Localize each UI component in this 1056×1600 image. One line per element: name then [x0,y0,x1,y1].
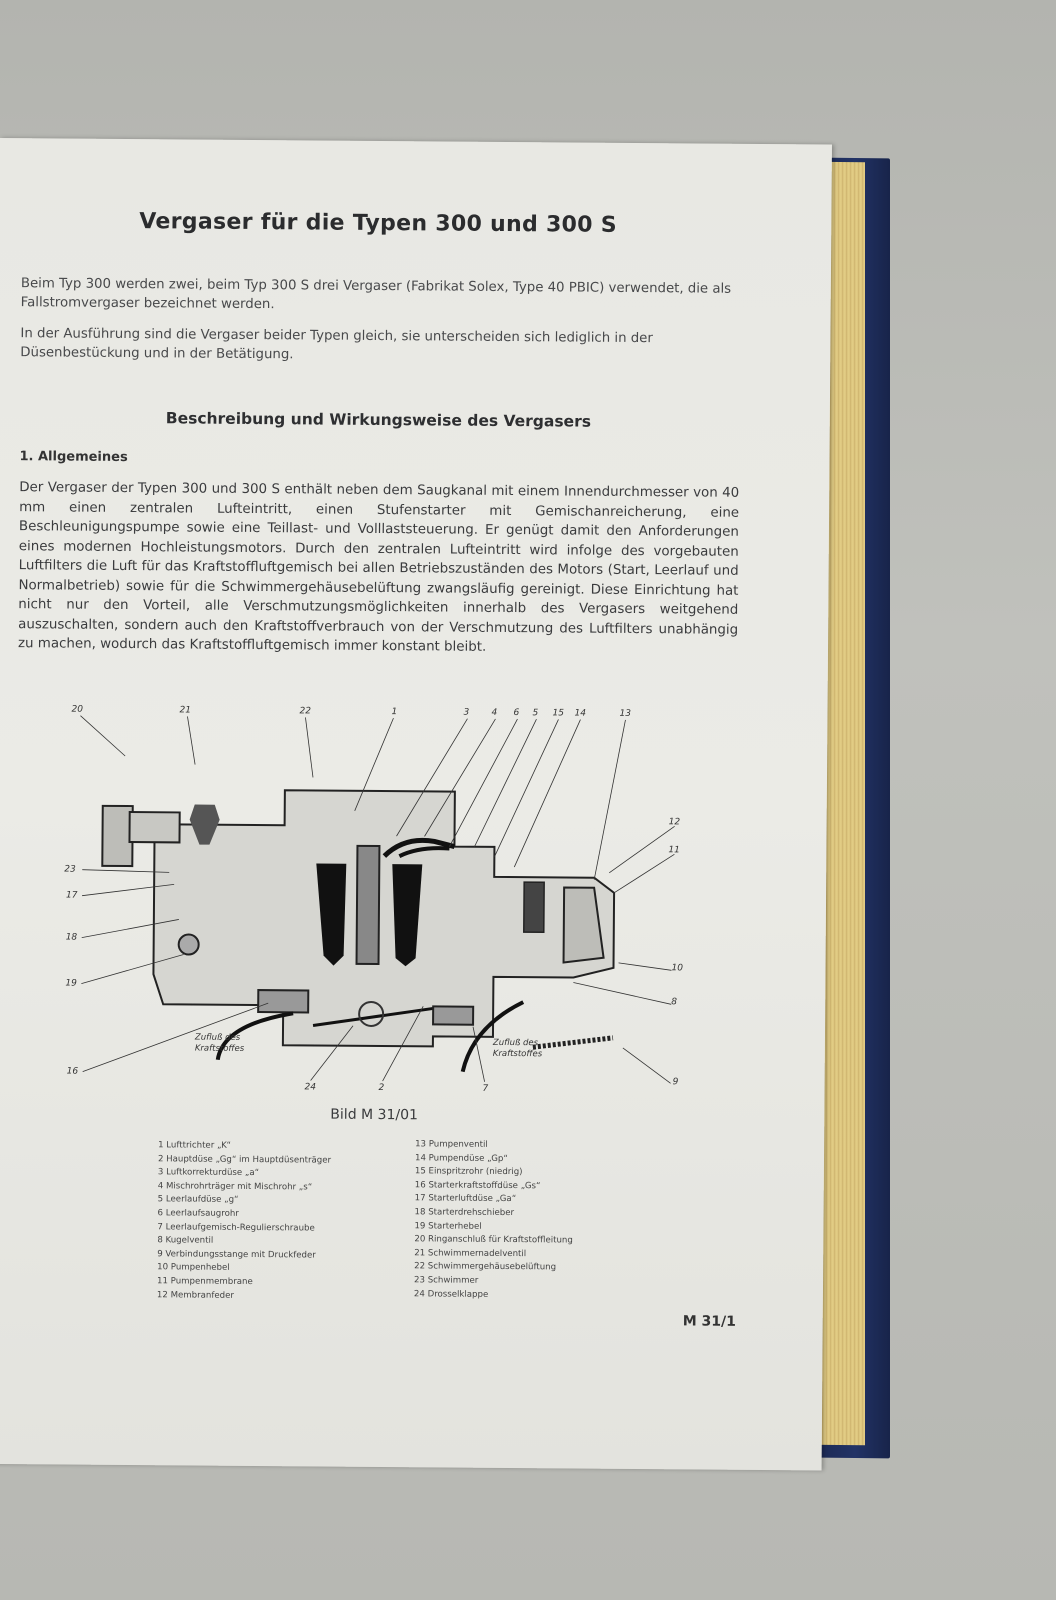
legend-list-left: 1 Lufttrichter „K“ 2 Hauptdüse „Gg“ im H… [157,1139,408,1304]
fuel-inflow-label-left-2: Kraftstoffes [195,1044,245,1054]
intro-paragraph-1: Beim Typ 300 werden zwei, beim Typ 300 S… [20,276,732,313]
legend-item: 1 Lufttrichter „K“ [158,1140,232,1151]
venturi-right [392,864,423,967]
starter-lever [177,933,200,956]
fuel-line-left [215,1011,294,1061]
callout-12: 12 [669,817,681,827]
figure-caption: Bild M 31/01 [330,1106,419,1124]
callout-23: 23 [64,865,76,875]
fuel-line-right [460,1000,525,1073]
callout-7: 7 [483,1084,489,1094]
legend-item: 12 Membranfeder [156,1289,234,1301]
callout-6: 6 [513,708,519,718]
legend-item: 6 Leerlaufsaugrohr [157,1208,239,1219]
pump-valve [523,881,545,934]
subsection-title: 1. Allgemeines [19,449,128,466]
callout-11: 11 [668,845,680,855]
body-paragraph: Der Vergaser der Typen 300 und 300 S ent… [17,480,740,655]
legend-item: 23 Schwimmer [414,1275,479,1286]
legend-item: 11 Pumpenmembrane [156,1276,253,1287]
throttle-valve [312,1006,434,1027]
pump-spring [532,1035,614,1050]
intro-paragraph-2: In der Ausführung sind die Vergaser beid… [20,326,653,363]
fuel-inflow-label-right-2: Kraftstoffes [493,1049,543,1059]
callout-13: 13 [619,709,631,719]
inlet-pipe [128,811,181,844]
callout-10: 10 [671,963,683,973]
legend-item: 24 Drosselklappe [413,1288,489,1300]
pump-tube [382,837,456,858]
callout-9: 9 [673,1077,679,1087]
ring-connector [101,804,134,868]
legend-item: 13 Pumpenventil [415,1139,488,1150]
emulsion-tube [355,844,381,966]
callout-16: 16 [67,1067,79,1077]
callout-22: 22 [299,706,311,716]
legend-item: 18 Starterdrehschieber [414,1207,515,1219]
fuel-inflow-label-left-1: Zufluß des [194,1033,241,1043]
callout-20: 20 [71,705,83,715]
callout-15: 15 [552,708,564,718]
section-title: Beschreibung und Wirkungsweise des Verga… [165,409,592,431]
pump-diaphragm [562,886,605,964]
callout-21: 21 [179,705,191,715]
legend-list-right: 13 Pumpenventil 14 Pumpendüse „Gp“ 15 Ei… [414,1138,665,1303]
book-page: Vergaser für die Typen 300 und 300 S Bei… [0,138,832,1471]
venturi-left [316,863,347,966]
callout-24: 24 [305,1082,317,1092]
page-number: M 31/1 [682,1313,736,1330]
callout-1: 1 [391,707,397,717]
carburetor-body [152,789,616,1048]
callout-4: 4 [491,708,497,718]
callout-19: 19 [65,979,77,989]
carburetor-diagram: 20 21 22 1 3 4 6 5 15 14 13 12 11 10 8 9… [64,705,683,1094]
fuel-inflow-label-right-1: Zufluß des [492,1038,539,1048]
callout-17: 17 [66,891,78,901]
page-title: Vergaser für die Typen 300 und 300 S [139,209,618,238]
callout-8: 8 [671,997,677,1007]
needle-valve [189,804,220,845]
callout-5: 5 [532,708,538,718]
callout-18: 18 [66,933,78,943]
callout-3: 3 [463,708,469,718]
callout-2: 2 [379,1083,385,1093]
callout-14: 14 [574,709,586,719]
